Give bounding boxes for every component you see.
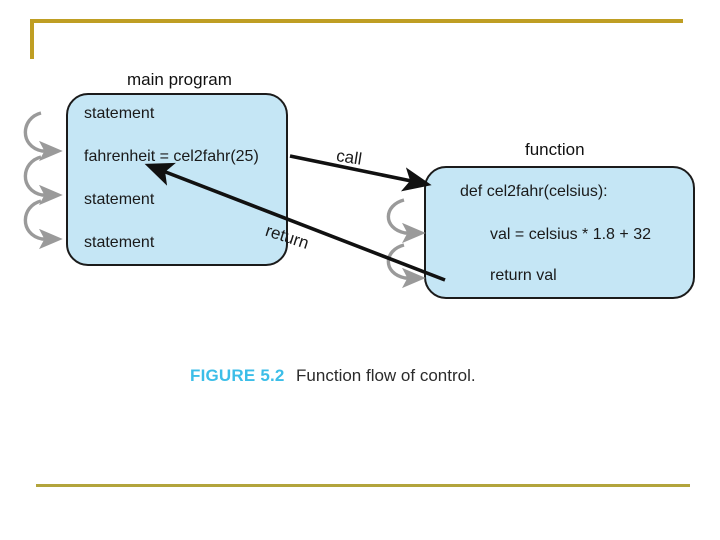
figure-number: FIGURE 5.2 bbox=[190, 366, 285, 385]
function-flow-arrow-1 bbox=[386, 198, 426, 244]
function-label: function bbox=[525, 140, 585, 159]
function-def-line: def cel2fahr(celsius): bbox=[460, 183, 608, 200]
main-statement-line-3: statement bbox=[84, 234, 155, 251]
function-box: def cel2fahr(celsius): val = celsius * 1… bbox=[424, 166, 695, 299]
function-return-line: return val bbox=[490, 267, 557, 284]
decorative-top-rule bbox=[30, 19, 683, 23]
main-statement-line-2: statement bbox=[84, 191, 155, 208]
main-program-box: statement fahrenheit = cel2fahr(25) stat… bbox=[66, 93, 288, 266]
figure-caption-text: Function flow of control. bbox=[296, 366, 476, 385]
call-edge-label: call bbox=[335, 146, 364, 169]
main-flow-arrow-3 bbox=[23, 199, 63, 250]
function-body-line: val = celsius * 1.8 + 32 bbox=[490, 226, 651, 243]
main-call-line: fahrenheit = cel2fahr(25) bbox=[84, 148, 259, 165]
main-flow-arrow-1 bbox=[23, 111, 63, 162]
function-flow-arrow-2 bbox=[386, 243, 426, 289]
figure-caption: FIGURE 5.2 Function flow of control. bbox=[190, 366, 476, 386]
decorative-bottom-rule bbox=[36, 484, 690, 487]
main-flow-arrow-2 bbox=[23, 155, 63, 206]
main-program-label: main program bbox=[127, 70, 232, 89]
decorative-top-rule-stub bbox=[30, 19, 34, 59]
main-statement-line-1: statement bbox=[84, 105, 155, 122]
